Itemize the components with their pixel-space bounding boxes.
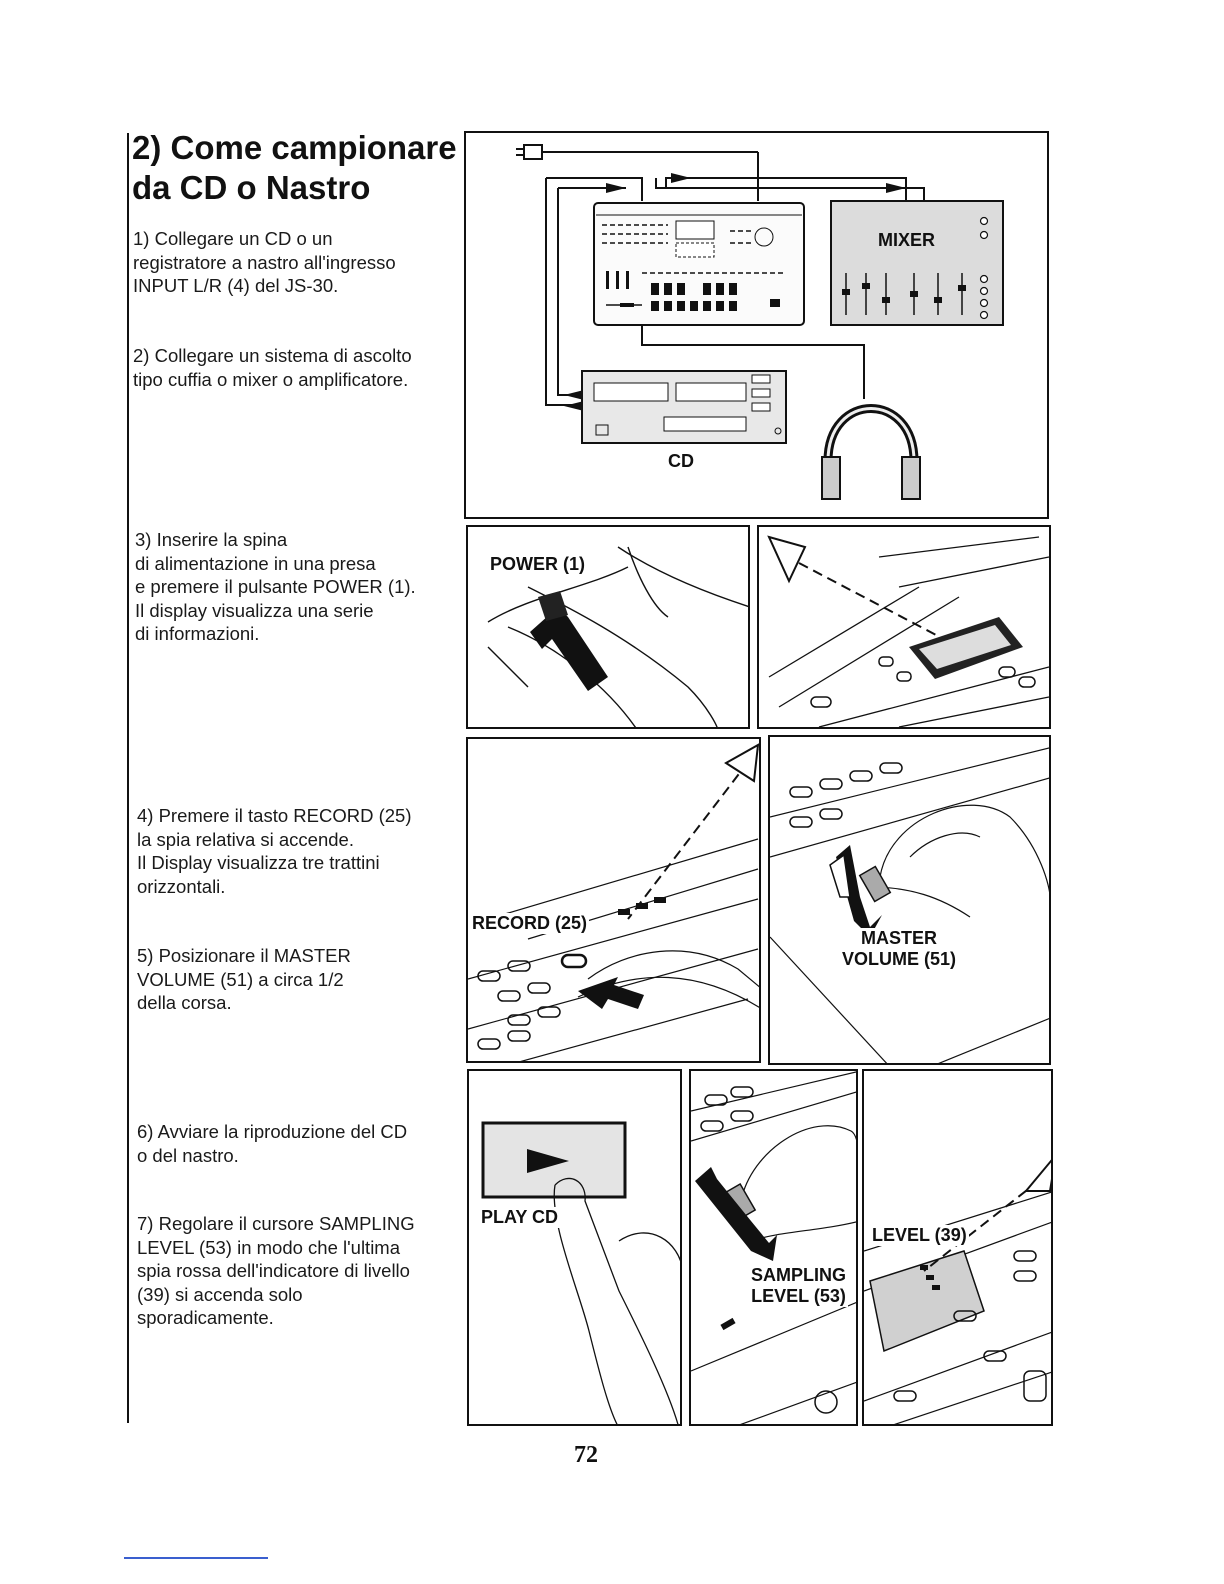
step-2-text: 2) Collegare un sistema di ascolto tipo … [133, 345, 412, 390]
step-5-text: 5) Posizionare il MASTER VOLUME (51) a c… [137, 945, 351, 1013]
level-meter-figure: LEVEL (39) [862, 1069, 1053, 1426]
record-figure: RECORD (25) [466, 737, 761, 1063]
power-figure: POWER (1) [466, 525, 750, 729]
footer-rule [124, 1557, 268, 1559]
section-title: 2) Come campionare da CD o Nastro [132, 128, 457, 208]
record-drawing [468, 743, 759, 1061]
master-volume-label: MASTER VOLUME (51) [840, 928, 959, 970]
play-cd-label: PLAY CD [479, 1207, 561, 1228]
connection-diagram: MIXER CD [464, 131, 1049, 519]
record-label: RECORD (25) [470, 913, 590, 934]
master-volume-drawing [770, 747, 1049, 1063]
step-3-text: 3) Inserire la spina di alimentazione in… [135, 529, 416, 644]
level-meter-label: LEVEL (39) [870, 1225, 969, 1246]
connection-diagram-drawing [516, 144, 1004, 500]
level-meter-drawing [864, 1159, 1051, 1424]
page-number: 72 [574, 1442, 598, 1468]
display-drawing [767, 535, 1049, 727]
power-label: POWER (1) [488, 554, 588, 575]
step-4-text: 4) Premere il tasto RECORD (25) la spia … [137, 805, 412, 897]
play-cd-figure: PLAY CD [467, 1069, 682, 1426]
step-7-text: 7) Regolare il cursore SAMPLING LEVEL (5… [137, 1213, 415, 1328]
cd-label: CD [666, 451, 696, 472]
section-title-line-1: 2) Come campionare [132, 129, 457, 166]
left-margin-rule [127, 133, 129, 1423]
sampling-level-label: SAMPLING LEVEL (53) [749, 1265, 849, 1307]
sampling-level-drawing [691, 1071, 856, 1424]
play-cd-drawing [481, 1121, 680, 1424]
step-6-text: 6) Avviare la riproduzione del CD o del … [137, 1121, 408, 1166]
step-1-text: 1) Collegare un CD o un registratore a n… [133, 228, 396, 296]
sampling-level-figure: SAMPLING LEVEL (53) [689, 1069, 858, 1426]
power-drawing [487, 546, 748, 727]
section-title-line-2: da CD o Nastro [132, 169, 371, 206]
mixer-label: MIXER [878, 230, 936, 250]
display-figure [757, 525, 1051, 729]
master-volume-figure: MASTER VOLUME (51) [768, 735, 1051, 1065]
